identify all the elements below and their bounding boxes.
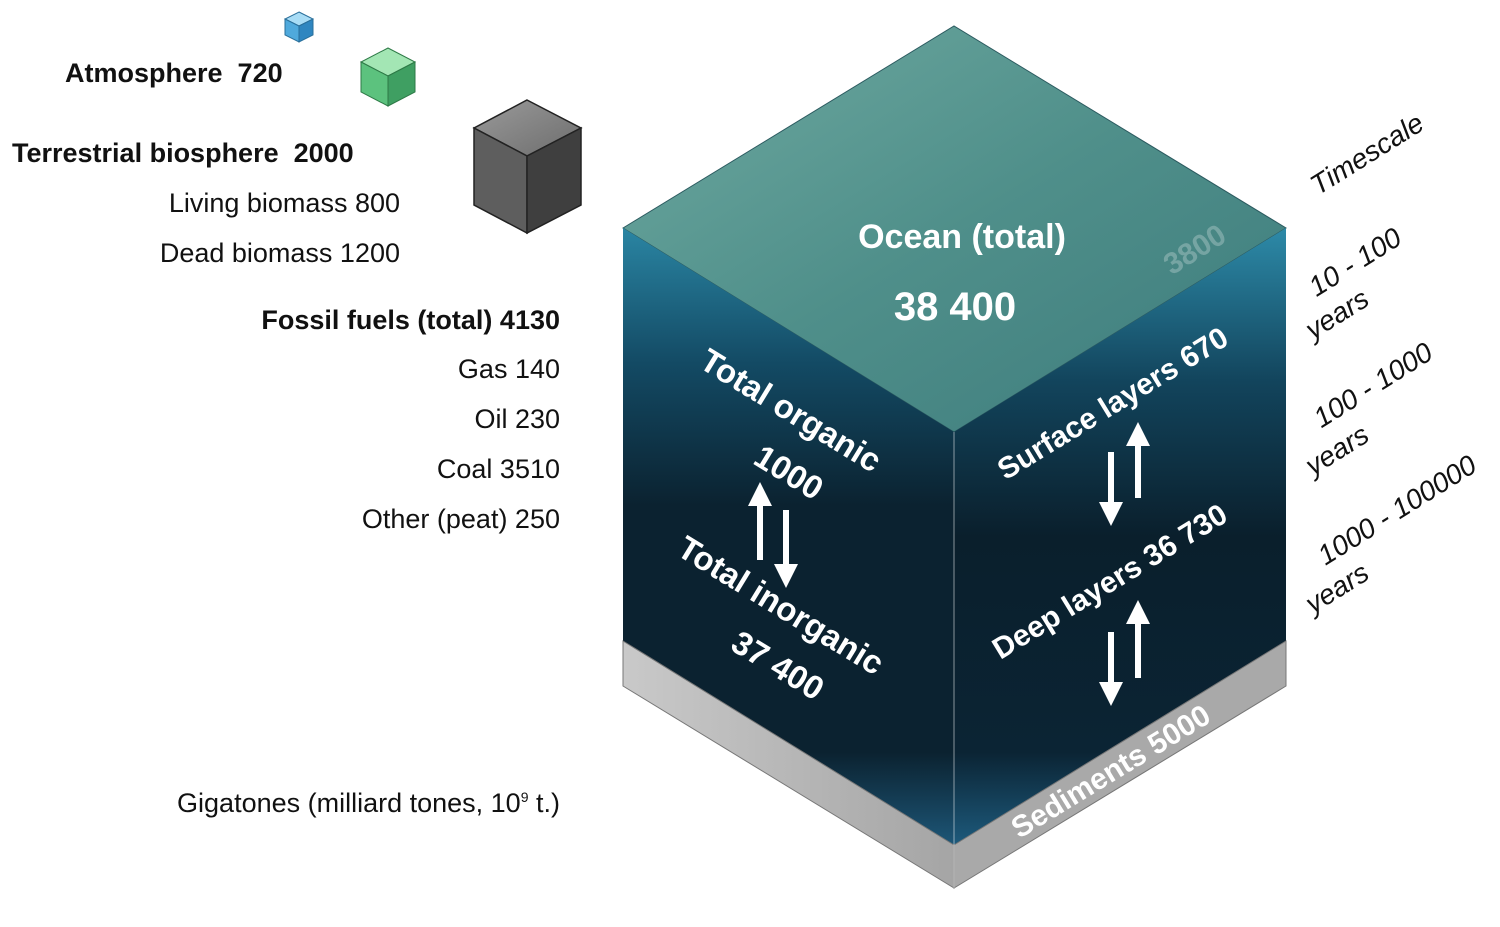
left-exchange-arrows: [748, 482, 798, 588]
oil-label: Oil 230: [474, 404, 560, 434]
fossil-fuels-label: Fossil fuels (total) 4130: [261, 305, 560, 335]
coal-label: Coal 3510: [436, 454, 560, 484]
ocean-cube: [622, 25, 1287, 889]
timescale-2-range: 100 - 1000: [1308, 336, 1438, 433]
living-biomass-label: Living biomass 800: [168, 188, 400, 218]
biosphere-cube: [359, 47, 417, 107]
surface-deep-arrows: [1099, 422, 1150, 526]
sediment-right-face: [953, 640, 1287, 889]
peat-label: Other (peat) 250: [361, 504, 560, 534]
timescale-1-unit: years: [1298, 283, 1374, 347]
ocean-total-value: 38 400: [894, 285, 1016, 329]
dead-biomass-label: Dead biomass 1200: [159, 238, 400, 268]
deep-sediment-arrows: [1099, 600, 1150, 706]
gas-label: Gas 140: [457, 354, 560, 384]
fossil-fuel-cube: [472, 99, 583, 235]
timescale-title: Timescale: [1305, 107, 1429, 201]
timescale-2-unit: years: [1298, 419, 1374, 483]
timescale-column: Timescale 10 - 100 years 100 - 1000 year…: [1298, 107, 1482, 620]
units-label: Gigatones (milliard tones, 109 t.): [177, 788, 560, 818]
ocean-right-face: [954, 228, 1286, 845]
atmosphere-label: Atmosphere 720: [65, 58, 283, 88]
atmosphere-cube: [283, 11, 315, 43]
ocean-total-title: Ocean (total): [858, 218, 1066, 256]
terrestrial-biosphere-label: Terrestrial biosphere 2000: [12, 138, 354, 168]
